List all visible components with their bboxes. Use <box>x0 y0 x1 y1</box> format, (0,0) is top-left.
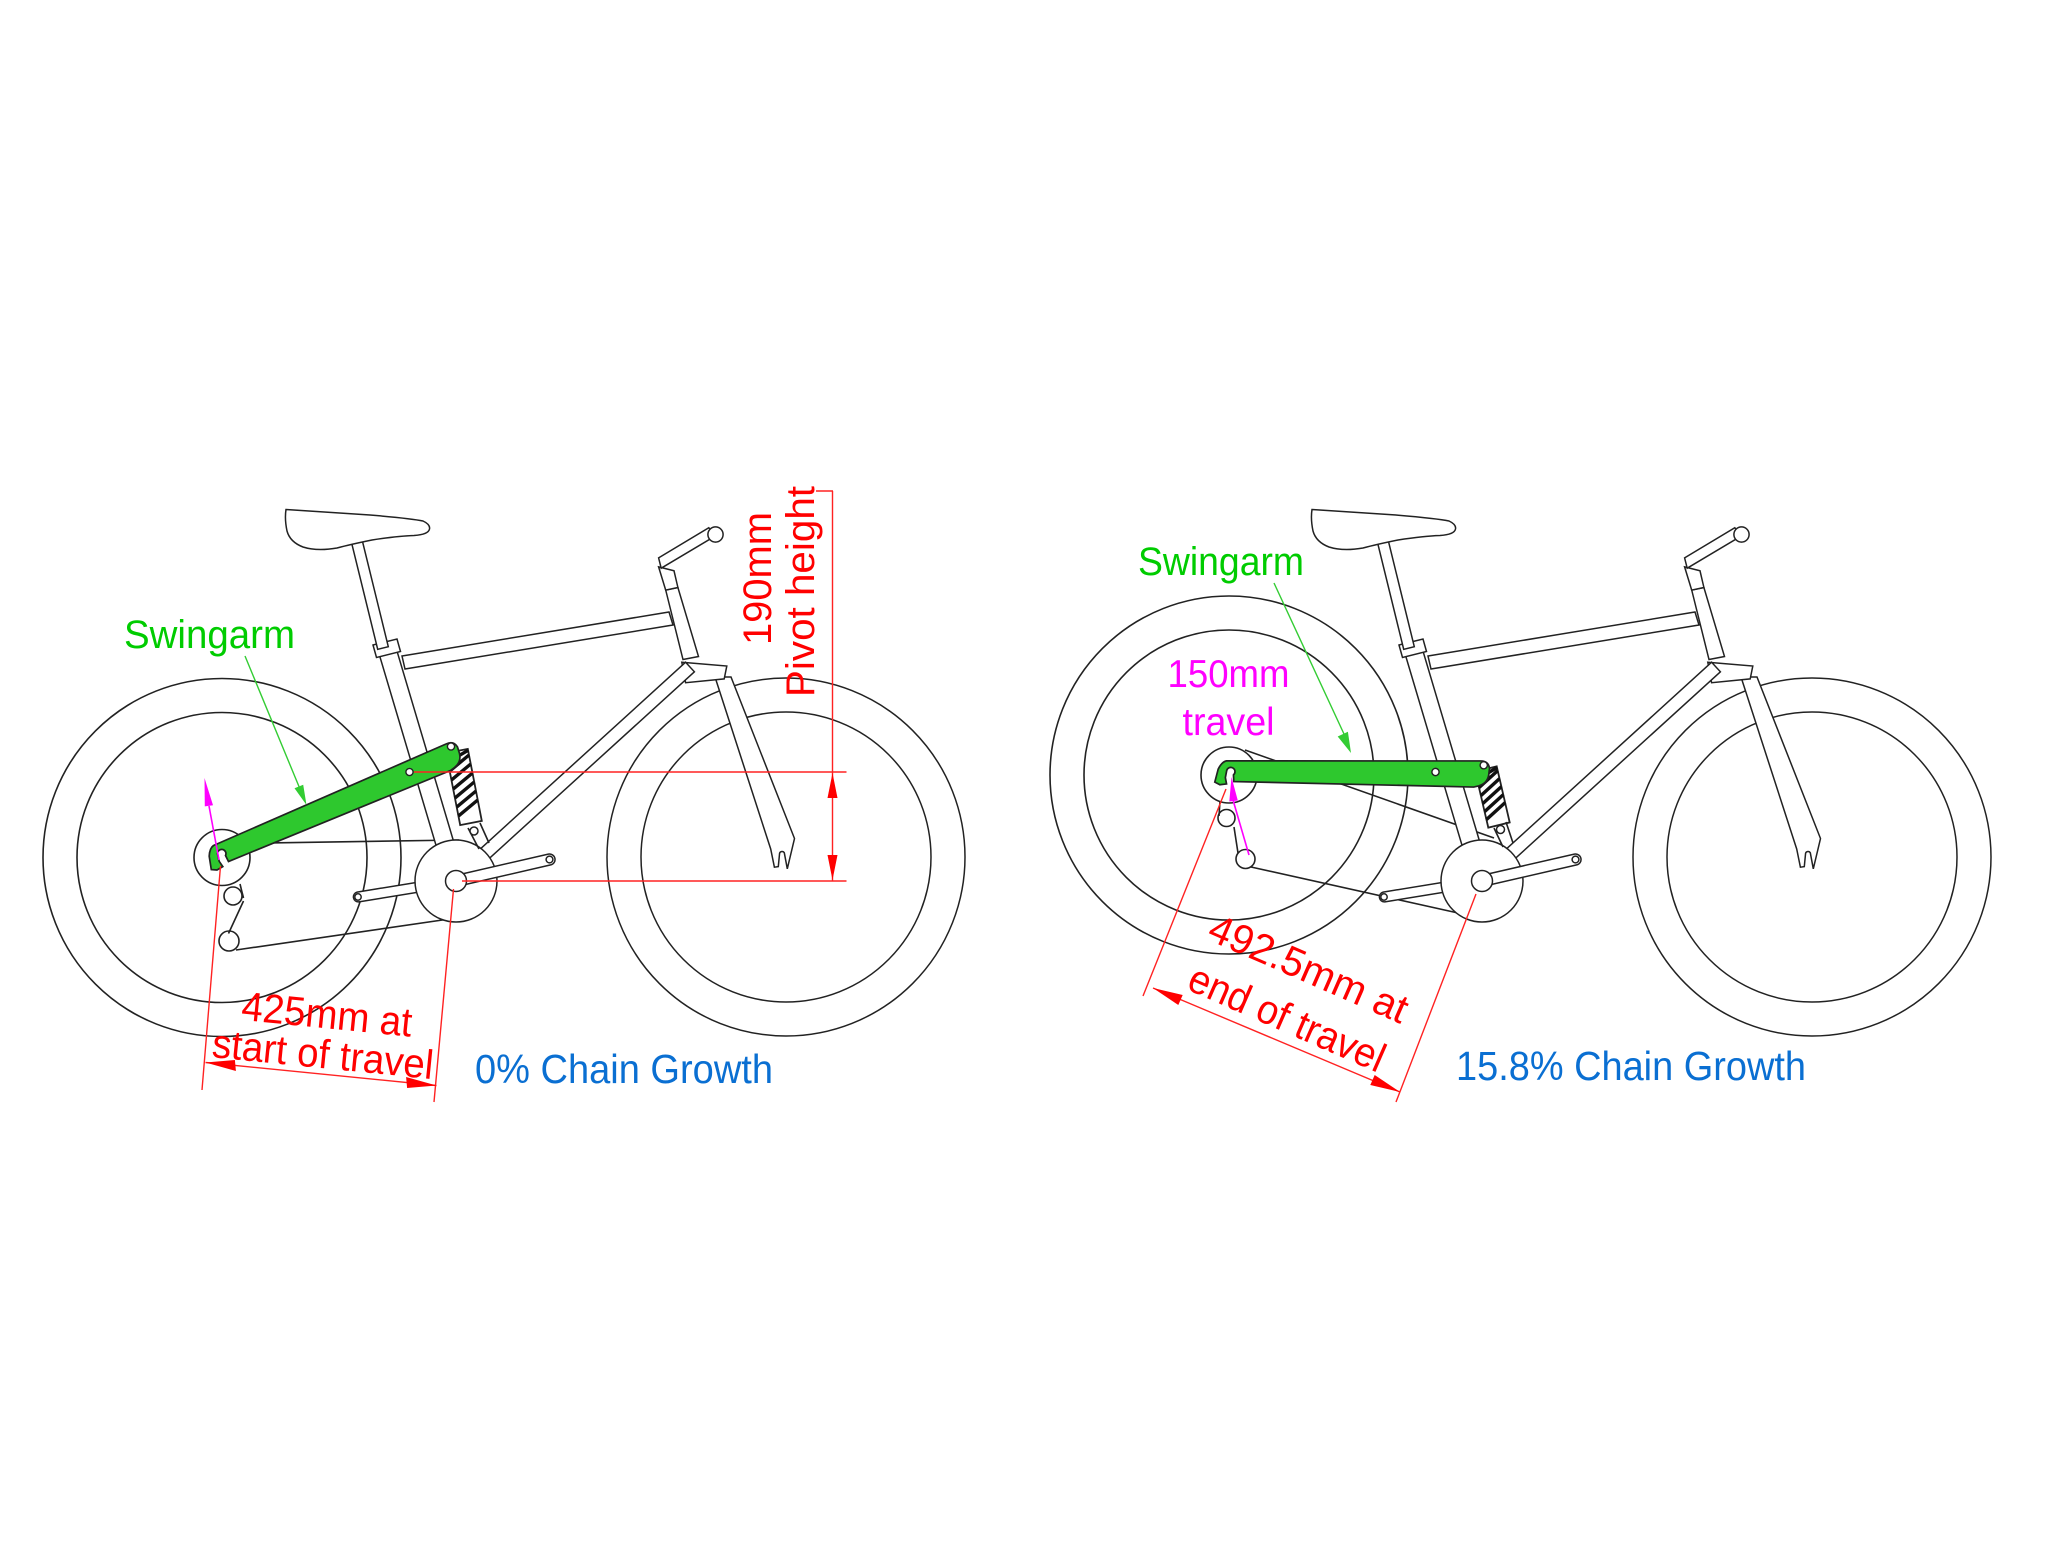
svg-text:travel: travel <box>1183 701 1275 744</box>
svg-text:0% Chain Growth: 0% Chain Growth <box>475 1046 773 1092</box>
svg-text:15.8% Chain Growth: 15.8% Chain Growth <box>1456 1043 1806 1089</box>
svg-text:Swingarm: Swingarm <box>1138 540 1304 584</box>
svg-text:Swingarm: Swingarm <box>124 613 295 657</box>
svg-text:190mm: 190mm <box>736 512 780 645</box>
svg-text:150mm: 150mm <box>1168 653 1290 696</box>
svg-text:Pivot height: Pivot height <box>779 486 823 697</box>
